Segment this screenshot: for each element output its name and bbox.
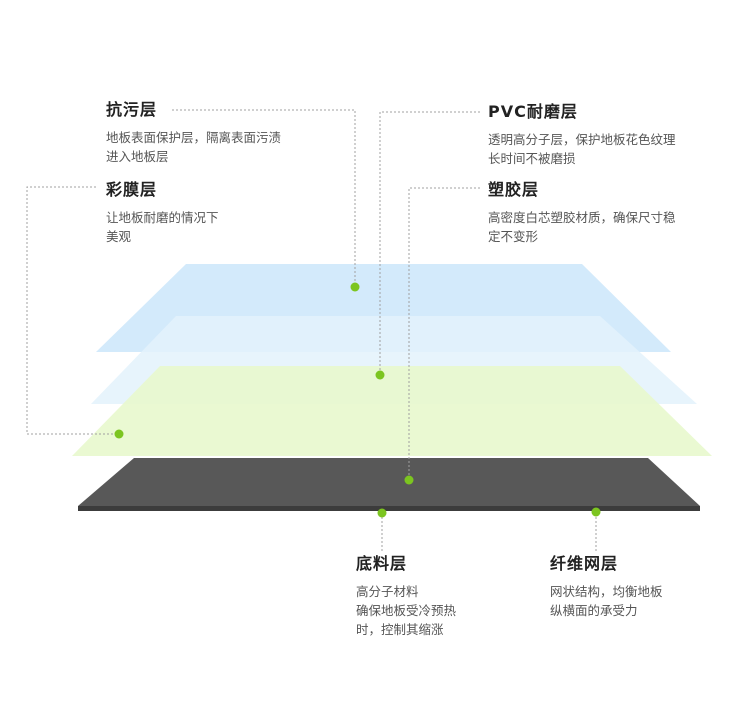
label-pvc-desc: 透明高分子层，保护地板花色纹理 长时间不被磨损 xyxy=(488,130,676,168)
label-color-film-desc: 让地板耐磨的情况下 美观 xyxy=(106,208,219,246)
label-base-title: 底料层 xyxy=(356,554,408,573)
label-pvc-desc-line: 长时间不被磨损 xyxy=(488,151,576,166)
label-fiber-desc: 网状结构，均衡地板 纵横面的承受力 xyxy=(550,582,663,620)
label-fiber: 纤维网层 网状结构，均衡地板 纵横面的承受力 xyxy=(550,554,663,620)
label-fiber-title: 纤维网层 xyxy=(550,554,619,573)
layer-color-film-sheet xyxy=(72,366,712,456)
layer-plastic-sheet xyxy=(78,458,700,506)
label-base-desc-line: 高分子材料 xyxy=(356,584,419,599)
leader-anti-stain xyxy=(172,109,356,286)
layer-base-edge xyxy=(78,506,700,511)
dot-color-film xyxy=(114,429,124,439)
label-color-film: 彩膜层 让地板耐磨的情况下 美观 xyxy=(106,180,219,246)
label-base: 底料层 高分子材料 确保地板受冷预热 时，控制其缩涨 xyxy=(356,554,456,639)
leader-pvc xyxy=(379,111,480,375)
label-plastic-title: 塑胶层 xyxy=(488,180,540,199)
label-color-film-title: 彩膜层 xyxy=(106,180,158,199)
label-plastic: 塑胶层 高密度白芯塑胶材质，确保尺寸稳 定不变形 xyxy=(488,180,676,246)
label-base-desc-line: 时，控制其缩涨 xyxy=(356,622,444,637)
label-base-desc: 高分子材料 确保地板受冷预热 时，控制其缩涨 xyxy=(356,582,456,639)
label-anti-stain-desc-line: 地板表面保护层，隔离表面污渍 xyxy=(106,130,282,145)
label-color-film-desc-line: 美观 xyxy=(106,229,132,244)
label-fiber-desc-line: 纵横面的承受力 xyxy=(550,603,638,618)
leader-plastic xyxy=(408,187,480,479)
dot-pvc xyxy=(375,370,385,380)
dot-fiber xyxy=(591,507,601,517)
label-anti-stain: 抗污层 地板表面保护层，隔离表面污渍 进入地板层 xyxy=(106,100,281,166)
label-anti-stain-desc: 地板表面保护层，隔离表面污渍 进入地板层 xyxy=(106,128,281,166)
label-pvc-desc-line: 透明高分子层，保护地板花色纹理 xyxy=(488,132,676,147)
dot-plastic xyxy=(404,475,414,485)
dot-base xyxy=(377,508,387,518)
label-fiber-desc-line: 网状结构，均衡地板 xyxy=(550,584,663,599)
label-base-desc-line: 确保地板受冷预热 xyxy=(356,603,457,618)
label-pvc-title: PVC耐磨层 xyxy=(488,102,578,121)
dot-anti-stain xyxy=(350,282,360,292)
label-pvc: PVC耐磨层 透明高分子层，保护地板花色纹理 长时间不被磨损 xyxy=(488,102,676,168)
label-plastic-desc: 高密度白芯塑胶材质，确保尺寸稳 定不变形 xyxy=(488,208,676,246)
label-plastic-desc-line: 定不变形 xyxy=(488,229,539,244)
label-anti-stain-desc-line: 进入地板层 xyxy=(106,149,169,164)
leader-color-film xyxy=(26,186,118,435)
label-anti-stain-title: 抗污层 xyxy=(106,100,158,119)
label-plastic-desc-line: 高密度白芯塑胶材质，确保尺寸稳 xyxy=(488,210,676,225)
label-color-film-desc-line: 让地板耐磨的情况下 xyxy=(106,210,219,225)
